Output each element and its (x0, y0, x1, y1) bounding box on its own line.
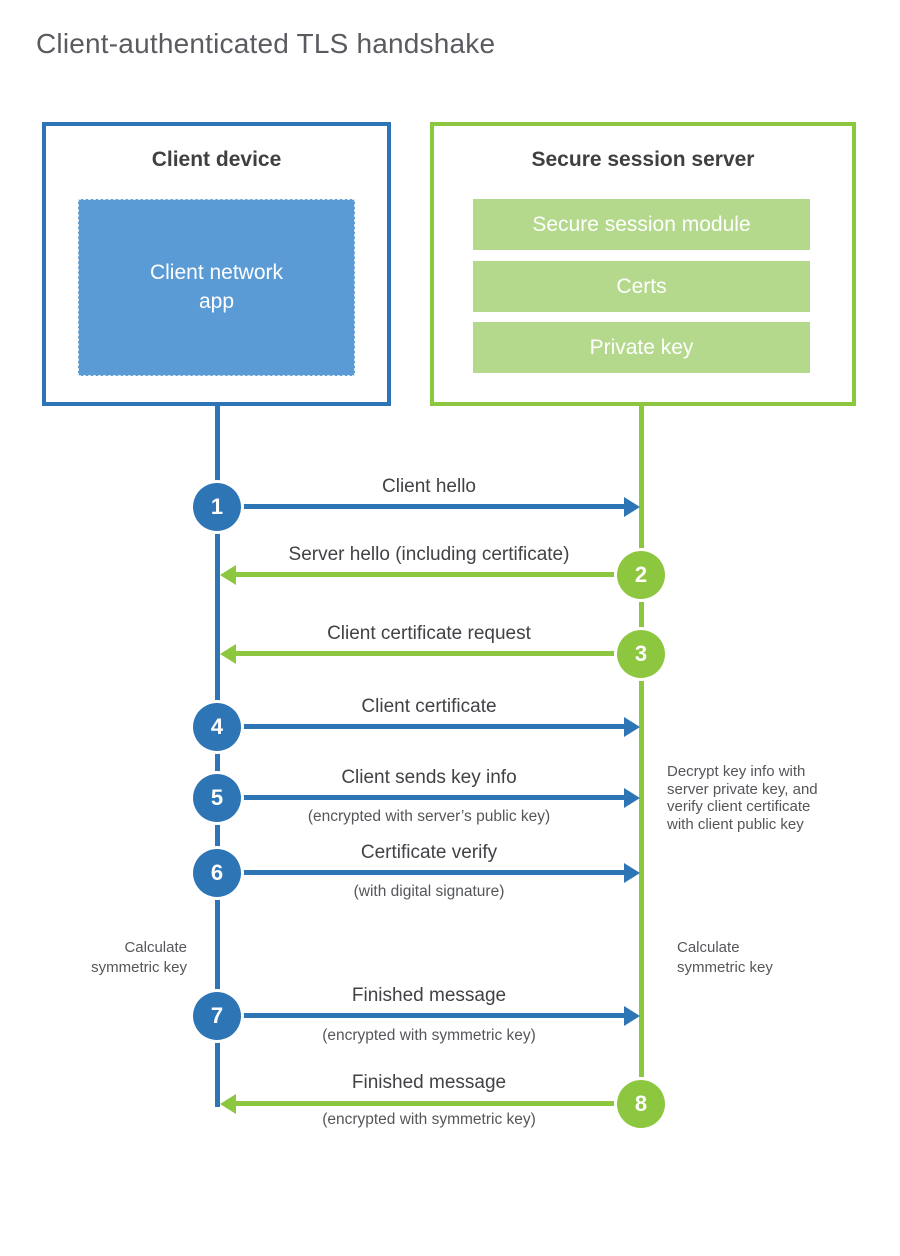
step-1-badge: 1 (193, 483, 241, 531)
step-3-arrowhead-icon (220, 644, 236, 664)
decrypt-key-note-line2: server private key, and (667, 780, 818, 798)
step-8-arrowhead-icon (220, 1094, 236, 1114)
step-2-arrowhead-icon (220, 565, 236, 585)
step-5-label: Client sends key info (341, 767, 517, 788)
step-6-arrowhead-icon (624, 863, 640, 883)
calc-symmetric-key-note-right: Calculate symmetric key (677, 938, 807, 978)
step-4-badge: 4 (193, 703, 241, 751)
server-module-private-key: Private key (473, 322, 810, 373)
step-5-badge: 5 (193, 774, 241, 822)
step-7-badge: 7 (193, 992, 241, 1040)
client-lifeline (215, 405, 220, 1107)
calc-right-line2: symmetric key (677, 959, 773, 976)
decrypt-key-note-line4: with client public key (667, 815, 804, 833)
calc-symmetric-key-note-left: Calculate symmetric key (66, 938, 187, 978)
step-7-sublabel: (encrypted with symmetric key) (322, 1027, 536, 1044)
step-1-label: Client hello (382, 476, 476, 497)
step-7-arrow-shaft (217, 1013, 624, 1018)
page-title: Client-authenticated TLS handshake (36, 28, 496, 59)
step-7-label: Finished message (351, 985, 507, 1006)
decrypt-key-note-line3: verify client certificate (667, 798, 811, 815)
client-device-title: Client device (151, 148, 282, 171)
step-5-arrowhead-icon (624, 788, 640, 808)
step-1-arrowhead-icon (624, 497, 640, 517)
decrypt-key-note-line1: Decrypt key info with (667, 763, 806, 780)
step-4-arrow-shaft (217, 724, 624, 729)
step-3-badge: 3 (617, 630, 665, 678)
server-module-certs: Certs (473, 261, 810, 312)
server-lifeline (639, 405, 644, 1104)
step-5-sublabel: (encrypted with server’s public key) (307, 808, 551, 825)
step-7-arrowhead-icon (624, 1006, 640, 1026)
step-8-badge: 8 (617, 1080, 665, 1128)
step-6-badge: 6 (193, 849, 241, 897)
client-network-app-box: Client network app (78, 199, 355, 376)
step-2-badge: 2 (617, 551, 665, 599)
step-6-sublabel: (with digital signature) (353, 883, 505, 900)
secure-session-server-title: Secure session server (531, 148, 755, 171)
client-app-label-line2: app (198, 289, 235, 313)
step-2-arrow-shaft (236, 572, 641, 577)
decrypt-key-note: Decrypt key info with server private key… (667, 763, 842, 833)
step-6-arrow-shaft (217, 870, 624, 875)
server-module-secure-session: Secure session module (473, 199, 810, 250)
step-3-arrow-shaft (236, 651, 641, 656)
step-6-label: Certificate verify (360, 842, 498, 863)
client-app-label-line1: Client network (149, 261, 284, 285)
calc-left-line1: Calculate (124, 939, 187, 956)
step-1-arrow-shaft (217, 504, 624, 509)
step-5-arrow-shaft (217, 795, 624, 800)
step-2-label: Server hello (including certificate) (288, 544, 570, 565)
calc-right-line1: Calculate (677, 939, 740, 956)
calc-left-line2: symmetric key (91, 959, 187, 976)
step-3-label: Client certificate request (327, 623, 531, 644)
step-8-arrow-shaft (236, 1101, 641, 1106)
step-4-arrowhead-icon (624, 717, 640, 737)
step-8-sublabel: (encrypted with symmetric key) (322, 1111, 536, 1128)
step-4-label: Client certificate (361, 696, 497, 717)
step-8-label: Finished message (351, 1072, 507, 1093)
